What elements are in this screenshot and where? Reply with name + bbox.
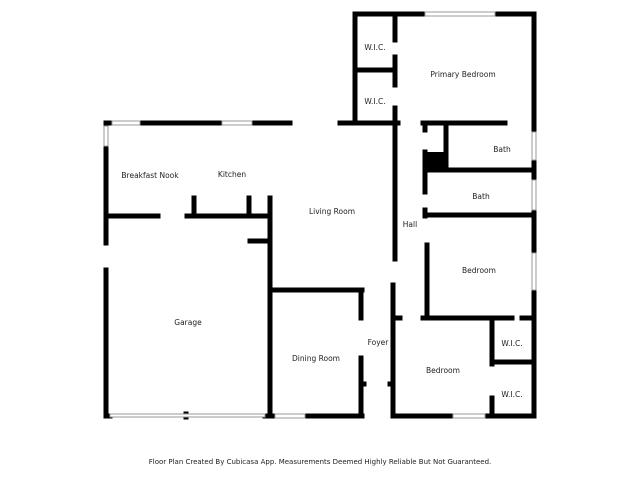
window: [424, 11, 496, 17]
walls: [103, 11, 537, 420]
room-label-wic-1: W.I.C.: [364, 43, 385, 52]
room-label-bath-2: Bath: [472, 192, 490, 201]
room-label-foyer: Foyer: [368, 338, 390, 347]
room-label-kitchen: Kitchen: [218, 170, 246, 179]
room-label-living-room: Living Room: [309, 207, 355, 216]
window: [531, 252, 537, 291]
window: [531, 131, 537, 161]
garage-door: [109, 413, 266, 418]
room-label-hall: Hall: [403, 220, 417, 229]
room-label-bedroom-1: Bedroom: [462, 266, 496, 275]
room-label-dining-room: Dining Room: [292, 354, 340, 363]
window: [531, 179, 537, 211]
window: [452, 413, 486, 419]
room-label-bath-1: Bath: [493, 145, 511, 154]
window: [111, 120, 141, 126]
window: [221, 120, 253, 126]
window: [103, 125, 109, 147]
room-label-wic-4: W.I.C.: [501, 390, 522, 399]
room-label-bedroom-2: Bedroom: [426, 366, 460, 375]
closet-fill: [425, 152, 446, 170]
footer-disclaimer: Floor Plan Created By Cubicasa App. Meas…: [148, 458, 492, 466]
window: [274, 413, 306, 419]
room-label-primary-bedroom: Primary Bedroom: [430, 70, 495, 79]
room-label-garage: Garage: [174, 318, 202, 327]
room-label-wic-3: W.I.C.: [501, 339, 522, 348]
room-label-wic-2: W.I.C.: [364, 97, 385, 106]
windows: [103, 11, 537, 419]
room-labels: W.I.C. W.I.C. Primary Bedroom Bath Bath …: [121, 43, 522, 399]
room-label-breakfast-nook: Breakfast Nook: [121, 171, 179, 180]
